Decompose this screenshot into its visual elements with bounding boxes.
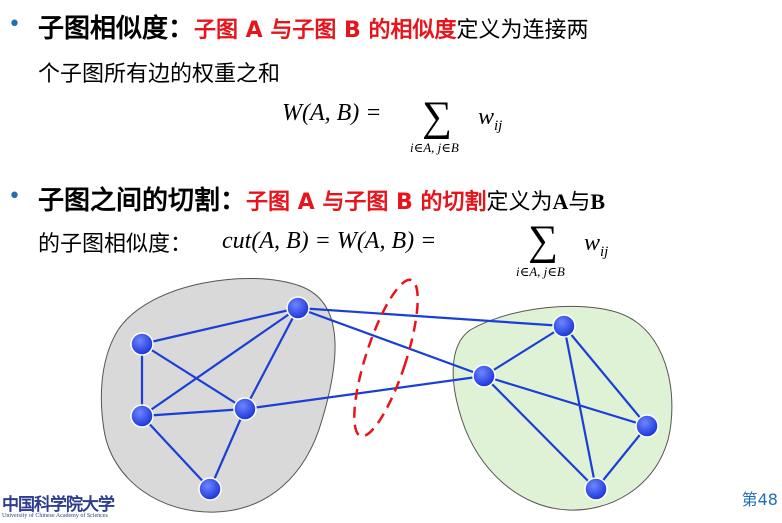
cut-marker [353,278,419,438]
edge [297,306,565,328]
bullet-marker-1: • [8,12,21,37]
bullet-1-text-a: 定义为连接两 [456,18,589,43]
edge [141,407,246,418]
formula-1-sigma: ∑ [422,94,452,140]
edge [297,306,485,378]
edge [141,343,246,410]
edge [483,374,648,428]
bullet-1-line-1: 子图相似度：子图 A 与子图 B 的相似度定义为连接两 [38,8,588,45]
formula-similarity: W(A, B) = [282,100,382,127]
bullet-marker-2: • [8,184,21,209]
formula-2-sigma: ∑ [528,218,558,264]
formula-2-ij: ij [600,244,609,260]
bullet-2-text-and: 与 [568,190,591,215]
formula-1-ij: ij [494,118,503,134]
node [552,314,576,338]
formula-cut: cut(A, B) = W(A, B) = [222,228,436,255]
university-logo: 中国科学院大学 University of Chinese Academy of… [2,490,115,519]
node [233,397,257,421]
bullet-2-line-1: 子图之间的切割：子图 A 与子图 B 的切割定义为A与B [38,180,605,217]
edge [483,325,565,377]
node [130,404,154,428]
formula-2-w: w [584,230,601,256]
formula-1-term: wij [478,104,503,134]
formula-1-subscript: i∈A, j∈B [410,140,459,155]
edges [140,306,648,490]
edge [141,307,299,417]
edge [141,415,211,490]
bullet-2-text-B: B [590,189,606,214]
edge [244,374,485,411]
formula-2-lhs: cut(A, B) = W(A, B) = [222,228,437,254]
bullet-2-text-a: 定义为 [486,190,553,215]
cluster-b [452,305,673,511]
cluster-a [100,277,336,513]
term-subgraph-cut: 子图之间的切割： [38,186,247,216]
logo-chinese: 中国科学院大学 [2,495,115,515]
formula-1-w: w [478,104,495,130]
nodes [130,296,659,501]
edge [563,325,648,427]
edge [595,425,648,490]
node [584,477,608,501]
bullet-2-line-2: 的子图相似度： [38,232,193,257]
highlight-cut: 子图 A 与子图 B 的切割 [246,190,487,215]
edge [208,408,247,490]
edge [562,325,598,490]
formula-2-term: wij [584,230,609,260]
term-subgraph-similarity: 子图相似度： [38,14,195,44]
bullet-1-line-2: 个子图所有边的权重之和 [38,62,281,87]
edge [141,306,299,346]
formula-1-lhs: W(A, B) = [282,100,382,126]
edge [244,307,299,410]
page-number: 第48 [741,490,778,509]
logo-english: University of Chinese Academy of Science… [2,513,108,519]
node [198,477,222,501]
formula-2-subscript: i∈A, j∈B [516,264,565,279]
node [130,332,154,356]
edge [483,375,597,490]
node [286,296,310,320]
node [472,364,496,388]
highlight-similarity: 子图 A 与子图 B 的相似度 [194,18,457,43]
node [635,414,659,438]
bullet-2-text-A: A [552,189,569,214]
